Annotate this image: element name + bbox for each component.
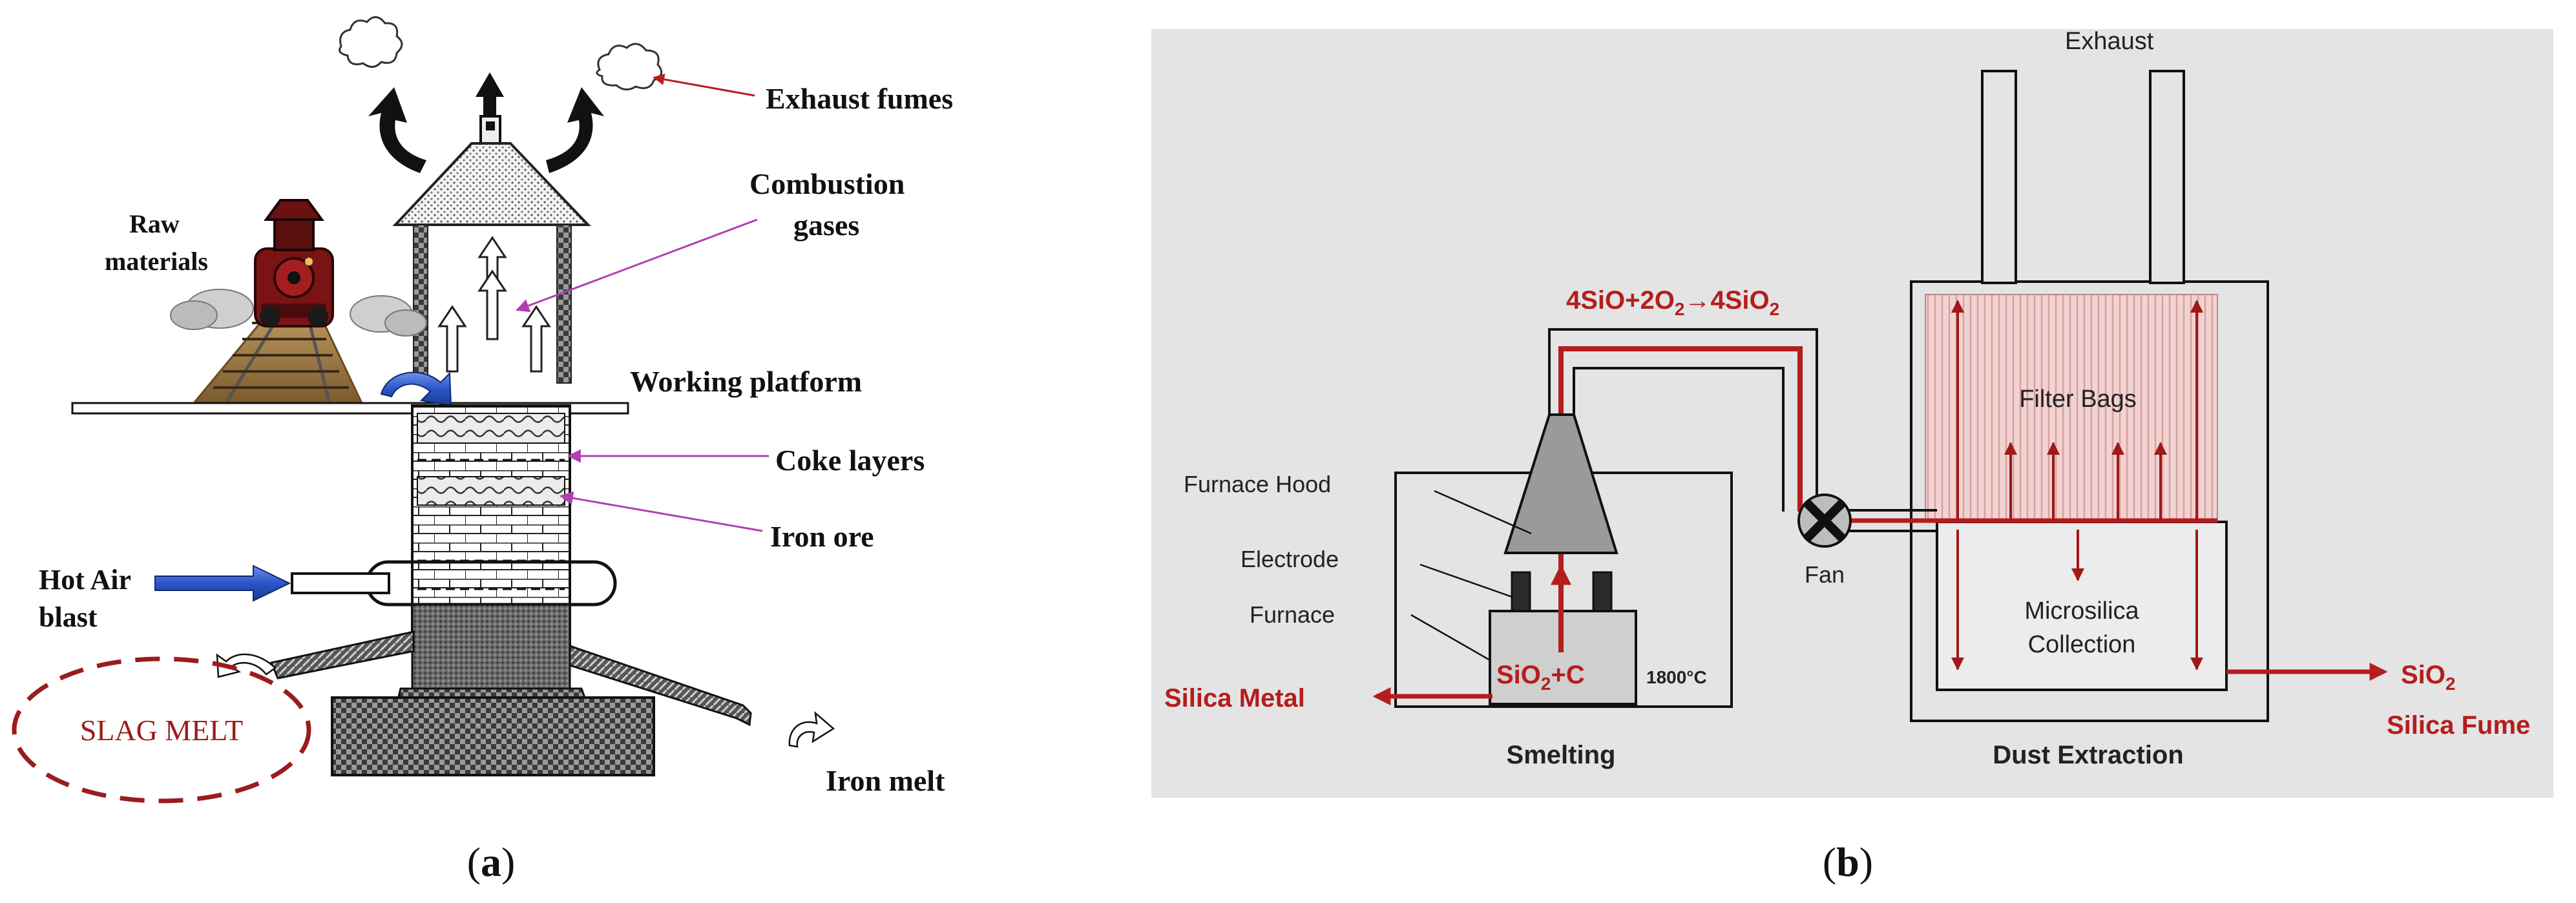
exhaust-curved-arrow-left-icon — [368, 87, 426, 173]
filter-flow-arrows — [1951, 300, 2203, 670]
gas-arrow-mid-icon — [477, 269, 507, 340]
dust-extraction-building — [1910, 280, 2269, 722]
hood-pillar-right — [556, 224, 572, 384]
exhaust-curved-arrow-right-icon — [546, 87, 604, 173]
filter-bags-label: Filter Bags — [2019, 386, 2137, 413]
exhaust-cloud-left-icon — [339, 16, 403, 68]
combustion-gases-pointer — [516, 218, 758, 313]
slag-melt-ellipse — [12, 656, 311, 804]
iron-ore-pointer — [559, 491, 763, 532]
exhaust-stack-right — [2149, 70, 2185, 284]
fan-icon — [1797, 493, 1852, 548]
gas-arrow-left-icon — [437, 305, 467, 373]
furnace-hood-label: Furnace Hood — [1184, 471, 1331, 497]
coke-layers-label: Coke layers — [775, 444, 925, 477]
fan-to-filter-duct — [1832, 509, 1938, 532]
exhaust-label: Exhaust — [2065, 28, 2154, 55]
smelting-label: Smelting — [1507, 741, 1616, 769]
furnace-foundation — [331, 696, 655, 776]
hot-air-label-line2: blast — [39, 601, 98, 633]
raw-materials-train-icon — [170, 199, 427, 404]
caption-b: (b) — [1823, 839, 1873, 885]
hot-air-blast-arrow-icon — [154, 565, 291, 602]
working-platform-label: Working platform — [630, 365, 862, 398]
silica-metal-label: Silica Metal — [1164, 684, 1305, 712]
hot-air-label-line1: Hot Air — [39, 564, 131, 596]
coke-layer-2 — [417, 476, 565, 506]
exhaust-fumes-label: Exhaust fumes — [766, 82, 953, 115]
panel-a-blast-furnace: Exhaust fumes Combustion gases Raw mater… — [12, 16, 953, 885]
furnace-leader — [1410, 614, 1491, 661]
slag-tapping-trough — [269, 630, 415, 680]
duct-inner — [1573, 367, 1785, 512]
furnace-hood — [392, 142, 591, 226]
iron-melt-arrow-icon — [788, 711, 835, 748]
iron-ore-label: Iron ore — [770, 520, 874, 553]
iron-tapping-trough — [569, 644, 752, 727]
coke-layer-1 — [417, 413, 565, 444]
panel-b-background — [1151, 29, 2553, 798]
iron-melt-label: Iron melt — [826, 764, 945, 797]
slag-melt-label: SLAG MELT — [80, 714, 244, 747]
microsilica-label-line1: Microsilica — [2024, 597, 2139, 625]
hot-air-pipe — [291, 572, 390, 594]
exhaust-cloud-right-icon — [596, 43, 663, 90]
electrode-label: Electrode — [1241, 546, 1339, 572]
reaction-label: 4SiO+2O2→4SiO2 — [1566, 286, 1779, 319]
exhaust-up-arrow-icon — [476, 72, 504, 115]
sio2-output-label: SiO2 — [2401, 661, 2455, 694]
exhaust-fumes-pointer — [653, 74, 755, 97]
furnace-hood-leader — [1434, 490, 1532, 535]
caption-a: (a) — [467, 839, 516, 885]
raw-materials-label-line2: materials — [105, 247, 208, 276]
gas-arrow-right-icon — [521, 305, 551, 373]
temperature-label: 1800°C — [1646, 667, 1707, 687]
exhaust-stack-left — [1981, 70, 2017, 284]
furnace-contents-label: SiO2+C — [1496, 661, 1585, 694]
charging-arrow-icon — [380, 371, 452, 407]
duct-outer — [1548, 328, 1818, 512]
silica-fume-label: Silica Fume — [2387, 711, 2530, 740]
slag-small-arrow-icon — [216, 653, 277, 678]
fan-label: Fan — [1805, 561, 1845, 588]
furnace-hood-cone — [1503, 413, 1618, 554]
panel-b-silicon-smelter: Exhaust 4SiO+2O2→4SiO2 Filter Bags Furna… — [1151, 28, 2553, 885]
furnace-hearth — [411, 603, 571, 690]
dust-extraction-label: Dust Extraction — [1993, 741, 2184, 769]
microsilica-collection-bin — [1936, 521, 2228, 691]
chimney-cap-slot — [486, 121, 495, 130]
furnace-label: Furnace — [1250, 601, 1335, 628]
combustion-gases-label-line2: gases — [793, 209, 859, 242]
hood-pillar-left — [413, 224, 428, 384]
combustion-gases-label-line1: Combustion — [749, 167, 905, 200]
electrode-leader — [1419, 563, 1513, 598]
raw-materials-label-line1: Raw — [129, 209, 180, 238]
microsilica-label-line2: Collection — [2028, 631, 2136, 658]
